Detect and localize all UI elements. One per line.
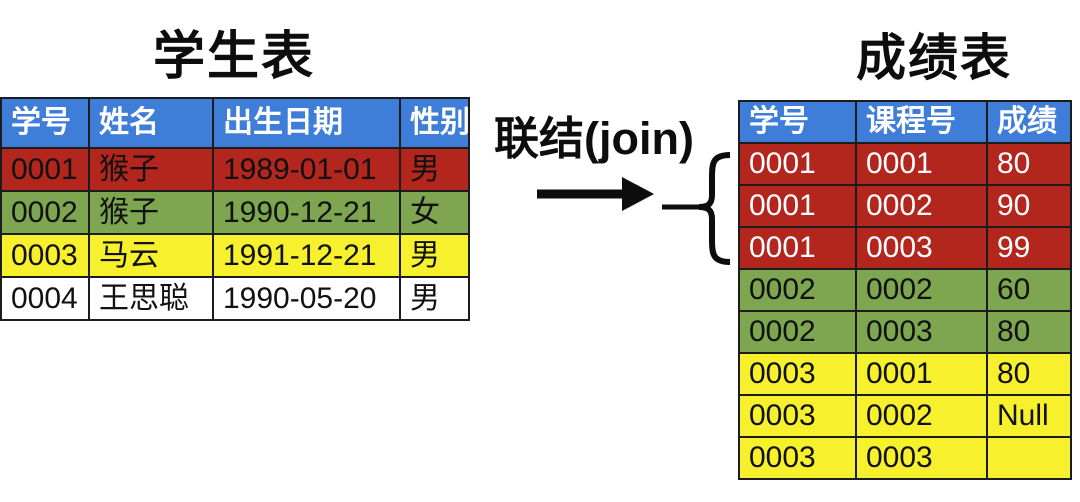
table-row: 0002 0003 80 — [738, 310, 1072, 354]
table-cell: 0002 — [855, 394, 988, 438]
table-cell: 0002 — [855, 184, 988, 228]
table-cell: 0003 — [855, 436, 988, 480]
table-cell: 0004 — [0, 276, 90, 321]
table-cell: 0003 — [855, 226, 988, 270]
table-cell — [986, 436, 1072, 480]
student-table: 学号 姓名 出生日期 性别 0001 猴子 1989-01-01 男 0002 … — [0, 97, 470, 321]
table-cell: 1991-12-21 — [212, 233, 401, 278]
table-row: 0003 0003 — [738, 436, 1072, 480]
table-cell: 0003 — [855, 310, 988, 354]
table-cell: 猴子 — [88, 147, 214, 192]
column-header: 学号 — [0, 97, 90, 149]
column-header: 姓名 — [88, 97, 214, 149]
student-table-title: 学生表 — [152, 28, 315, 86]
table-cell: 0001 — [0, 147, 90, 192]
table-cell: 0002 — [0, 190, 90, 235]
score-table-title: 成绩表 — [856, 30, 1012, 86]
table-row: 0003 0001 80 — [738, 352, 1072, 396]
table-row: 0001 0002 90 — [738, 184, 1072, 228]
table-cell: 男 — [399, 276, 470, 321]
table-cell: 1990-12-21 — [212, 190, 401, 235]
column-header: 性别 — [399, 97, 470, 149]
table-cell: 女 — [399, 190, 470, 235]
table-cell: 0001 — [855, 352, 988, 396]
table-cell: 猴子 — [88, 190, 214, 235]
right-arrow-icon — [537, 177, 654, 211]
table-cell: 80 — [986, 352, 1072, 396]
table-cell: 60 — [986, 268, 1072, 312]
table-cell: 0003 — [738, 436, 857, 480]
table-cell: 1989-01-01 — [212, 147, 401, 192]
table-row: 0001 0001 80 — [738, 142, 1072, 186]
student-table-header-row: 学号 姓名 出生日期 性别 — [0, 97, 470, 149]
column-header: 课程号 — [855, 100, 988, 144]
table-cell: 0001 — [738, 226, 857, 270]
table-row: 0002 猴子 1990-12-21 女 — [0, 190, 470, 235]
table-row: 0003 马云 1991-12-21 男 — [0, 233, 470, 278]
table-cell: 男 — [399, 233, 470, 278]
table-cell: 马云 — [88, 233, 214, 278]
table-cell: 0003 — [738, 394, 857, 438]
score-table-header-row: 学号 课程号 成绩 — [738, 100, 1072, 144]
table-cell: Null — [986, 394, 1072, 438]
table-cell: 0002 — [855, 268, 988, 312]
table-row: 0003 0002 Null — [738, 394, 1072, 438]
table-row: 0002 0002 60 — [738, 268, 1072, 312]
table-cell: 99 — [986, 226, 1072, 270]
table-cell: 0003 — [0, 233, 90, 278]
column-header: 成绩 — [986, 100, 1072, 144]
curly-brace-icon — [662, 152, 731, 265]
table-cell: 男 — [399, 147, 470, 192]
table-row: 0004 王思聪 1990-05-20 男 — [0, 276, 470, 321]
table-cell: 0001 — [738, 184, 857, 228]
join-label: 联结(join) — [494, 113, 694, 164]
table-cell: 90 — [986, 184, 1072, 228]
column-header: 学号 — [738, 100, 857, 144]
table-cell: 0002 — [738, 268, 857, 312]
table-cell: 0001 — [738, 142, 857, 186]
column-header: 出生日期 — [212, 97, 401, 149]
table-cell: 0001 — [855, 142, 988, 186]
table-row: 0001 猴子 1989-01-01 男 — [0, 147, 470, 192]
table-cell: 1990-05-20 — [212, 276, 401, 321]
table-cell: 0002 — [738, 310, 857, 354]
table-cell: 0003 — [738, 352, 857, 396]
score-table: 学号 课程号 成绩 0001 0001 80 0001 0002 90 0001… — [738, 100, 1072, 480]
table-row: 0001 0003 99 — [738, 226, 1072, 270]
table-cell: 80 — [986, 142, 1072, 186]
table-cell: 王思聪 — [88, 276, 214, 321]
table-cell: 80 — [986, 310, 1072, 354]
